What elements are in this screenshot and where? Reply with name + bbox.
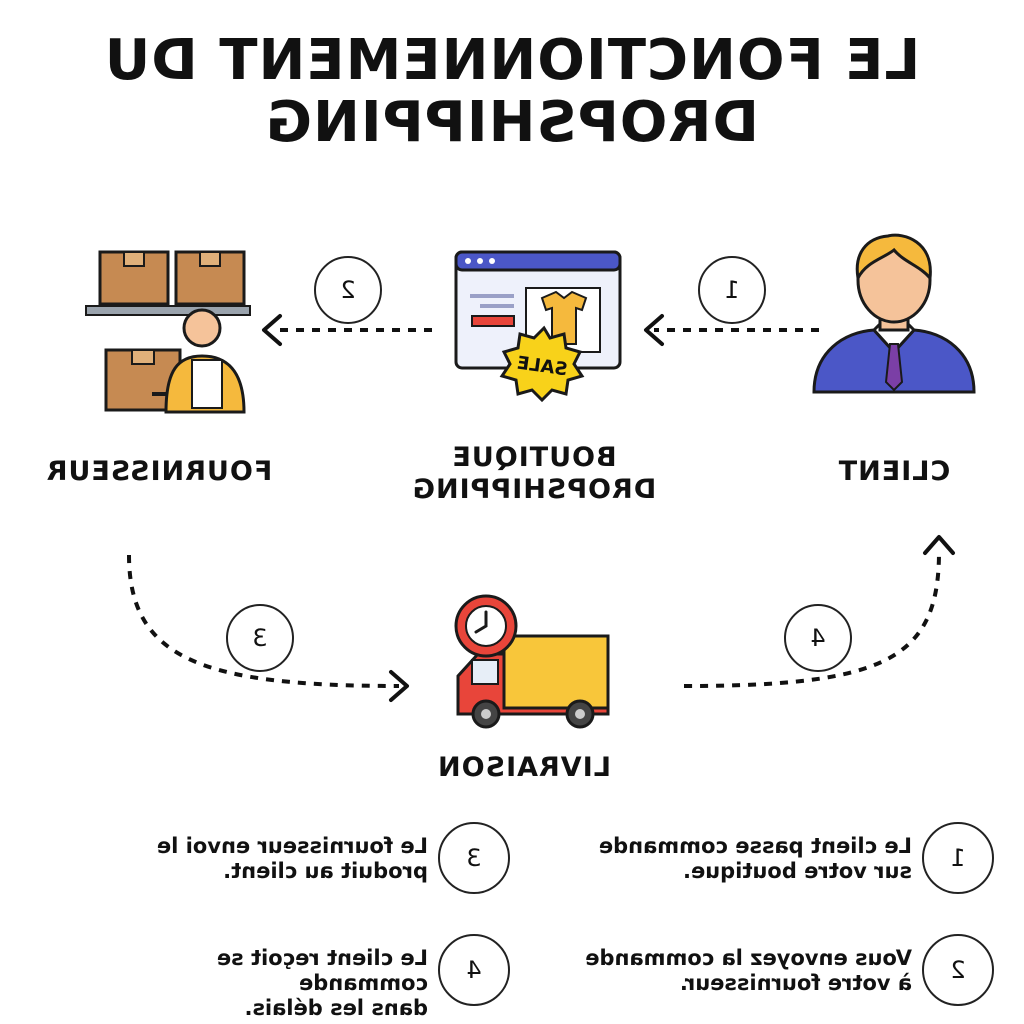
arrow-supplier-to-delivery <box>127 554 400 688</box>
sale-badge-shape <box>499 325 585 403</box>
supplier-icon <box>85 250 251 414</box>
legend-num-4: 4 <box>438 934 510 1006</box>
arrow-step-2: 2 <box>314 256 382 324</box>
legend-text-1: Le client passe commande sur votre bouti… <box>582 834 912 884</box>
legend-text-2: Vous envoyez la commande à votre fournis… <box>582 946 912 996</box>
arrowhead-shop-to-supplier <box>262 314 282 346</box>
node-label-boutique-line1: BOUTIQUE <box>451 442 617 473</box>
node-label-client: CLIENT <box>837 456 951 487</box>
legend-text-3-line2: produit au client. <box>223 859 428 883</box>
truck-icon <box>454 594 610 729</box>
legend-text-4-line1: Le client reçoit se commande <box>216 946 428 995</box>
legend-text-4-line2: dans les délais. <box>244 996 428 1020</box>
legend-text-2-line1: Vous envoyez la commande <box>585 946 912 970</box>
arrow-delivery-to-client <box>683 551 941 688</box>
arrow-step-3: 3 <box>226 604 294 672</box>
arrow-step-1: 1 <box>698 256 766 324</box>
node-label-fournisseur: FOURNISSEUR <box>45 456 273 487</box>
legend-text-3-line1: Le fournisseur envoi le <box>156 834 428 858</box>
arrowhead-client-to-shop <box>644 314 664 346</box>
legend-text-3: Le fournisseur envoi le produit au clien… <box>98 834 428 884</box>
legend-text-4: Le client reçoit se commande dans les dé… <box>98 946 428 1021</box>
client-icon <box>812 233 976 394</box>
legend-text-1-line2: sur votre boutique. <box>682 859 912 883</box>
arrow-step-4: 4 <box>784 604 852 672</box>
arrowhead-supplier-to-delivery <box>389 670 409 702</box>
node-label-livraison: LIVRAISON <box>437 752 611 783</box>
legend-num-1: 1 <box>922 822 994 894</box>
legend-num-3: 3 <box>438 822 510 894</box>
legend-num-2: 2 <box>922 934 994 1006</box>
arrowhead-delivery-to-client <box>923 535 955 555</box>
legend-text-2-line2: à votre fournisseur. <box>679 971 912 995</box>
legend-text-1-line1: Le client passe commande <box>598 834 912 858</box>
shop-icon: SALE <box>454 250 622 403</box>
node-label-boutique-line2: DROPSHIPPING <box>411 474 657 505</box>
